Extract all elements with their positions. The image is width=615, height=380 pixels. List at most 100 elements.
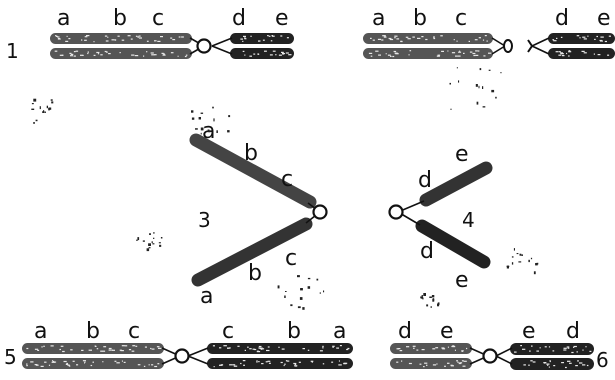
noise-speck (518, 261, 522, 263)
gene-label: b (86, 319, 100, 344)
chromatid-speck (137, 364, 141, 366)
chromatid-speck (131, 54, 135, 56)
gene-label: d (398, 319, 412, 344)
noise-speck (149, 233, 151, 235)
chromatid-speck (459, 50, 461, 52)
chromatid-speck (30, 361, 34, 363)
chromatid-speck (585, 346, 587, 348)
chromatid-speck (576, 35, 580, 37)
chromatid (548, 33, 615, 44)
chromatid-speck (421, 349, 425, 351)
chromatid-speck (440, 35, 443, 37)
chromatid-speck (281, 348, 285, 350)
chromatid-speck (132, 345, 136, 347)
chromatid-speck (293, 362, 297, 365)
gene-label: e (440, 319, 454, 344)
chromatid-speck (437, 55, 439, 57)
chromatid-speck (34, 348, 39, 350)
noise-speck (429, 296, 432, 298)
chromatid-speck (435, 347, 439, 349)
chromatid-speck (322, 363, 325, 365)
noise-speck (50, 99, 53, 101)
chromatid-speck (532, 361, 536, 363)
chromatid-speck (331, 361, 334, 363)
chromatid-speck (456, 40, 458, 42)
chromatid-speck (560, 52, 563, 54)
chromatid (363, 33, 493, 44)
noise-speck (431, 295, 435, 298)
noise-speck (228, 115, 231, 118)
noise-speck (160, 237, 163, 239)
centromere (482, 348, 498, 364)
chromatid-speck (400, 40, 403, 43)
noise-speck (151, 241, 153, 244)
chromatid-speck (44, 361, 47, 363)
noise-speck (478, 85, 480, 89)
scan-noise (31, 67, 539, 310)
noise-speck (475, 84, 478, 87)
noise-speck (213, 118, 215, 122)
chromatid-speck (399, 350, 403, 352)
chromatid-speck (573, 346, 575, 348)
noise-speck (297, 306, 301, 309)
chromatid-speck (458, 362, 462, 365)
chromatid-speck (285, 52, 289, 54)
chromatid-speck (121, 360, 123, 362)
chromatid-speck (111, 349, 113, 351)
noise-speck (426, 304, 429, 307)
chromatid-speck (220, 364, 224, 366)
chromatid-speck (262, 348, 265, 350)
chromatid-speck (48, 364, 51, 366)
chromatid-speck (607, 54, 610, 56)
chromatid-speck (566, 346, 570, 348)
noise-speck (195, 128, 198, 130)
chromatid-speck (151, 364, 154, 366)
chromatid-speck (283, 364, 285, 367)
chromatid-speck (92, 361, 94, 363)
chromatid-speck (483, 55, 486, 57)
panel-6: 6 d e e d (390, 319, 609, 372)
chromatid-speck (100, 350, 103, 352)
noise-speck (33, 98, 37, 102)
chromatid (22, 343, 164, 354)
chromatid-speck (311, 361, 313, 363)
chromatid-speck (529, 350, 531, 352)
chromatid-speck (441, 50, 444, 52)
chromatid-speck (177, 55, 179, 57)
chromatid-speck (244, 349, 246, 351)
chromatid-speck (120, 350, 124, 352)
chromatid-speck (93, 41, 95, 43)
chromatid-speck (178, 36, 181, 38)
chromatid-speck (146, 51, 148, 53)
gene-label: e (455, 142, 469, 167)
noise-speck (476, 101, 479, 105)
chromatid-speck (370, 55, 373, 57)
noise-speck (536, 262, 539, 265)
chromatid-speck (394, 37, 396, 39)
noise-speck (200, 132, 202, 135)
chromatid-speck (137, 36, 139, 38)
chromatid-speck (468, 40, 470, 42)
chromatid-speck (441, 347, 445, 349)
chromatid-speck (462, 365, 466, 367)
chromatid-speck (286, 360, 290, 362)
noise-speck (227, 130, 230, 133)
chromatid-speck (461, 350, 464, 352)
chromatid-speck (552, 39, 555, 41)
chromatid-speck (72, 360, 75, 362)
noise-speck (519, 253, 522, 256)
chromatid-speck (385, 53, 387, 55)
chromatid-speck (172, 39, 176, 41)
gene-label: a (57, 6, 70, 31)
chromatid-speck (156, 346, 160, 348)
chromatid-speck (108, 53, 111, 55)
chromatid-speck (260, 348, 263, 350)
chromatid-speck (310, 360, 314, 362)
chromatid-speck (170, 52, 174, 54)
chromatid-speck (553, 365, 556, 367)
noise-speck (535, 263, 538, 266)
chromatid-speck (81, 349, 84, 351)
chromatid (230, 33, 294, 44)
chromatid-speck (452, 346, 456, 348)
noise-speck (319, 292, 321, 294)
